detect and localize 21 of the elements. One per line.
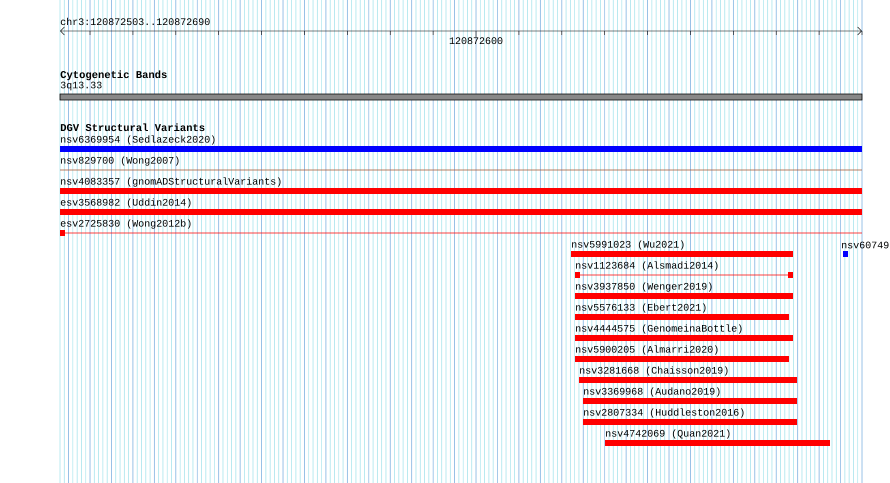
coordinate-label: chr3:120872503..120872690 <box>60 18 210 26</box>
track-heading: Cytogenetic Bands <box>60 70 167 80</box>
feature-label: nsv5900205 (Almarri2020) <box>576 345 718 355</box>
feature-label: nsv3369968 (Audano2019) <box>584 387 720 397</box>
feature-label: nsv6369954 (Sedlazeck2020) <box>61 135 215 145</box>
feature-label: nsv5576133 (Ebert2021) <box>576 303 706 313</box>
feature-label: 3q13.33 <box>60 82 102 90</box>
feature-label: nsv1123684 (Alsmadi2014) <box>576 261 718 271</box>
track-heading: DGV Structural Variants <box>60 123 204 132</box>
feature-label: esv2725830 (Wong2012b) <box>60 219 191 229</box>
feature-label: nsv60749 <box>842 242 889 248</box>
feature-label: nsv3937850 (Wenger2019) <box>576 282 712 292</box>
feature-label: nsv3281668 (Chaisson2019) <box>580 366 728 376</box>
feature-label: nsv4742069 (Quan2021) <box>606 429 730 439</box>
feature-label: nsv2807334 (Huddleston2016) <box>584 408 744 418</box>
feature-label: nsv4444575 (GenomeinaBottle) <box>576 324 742 334</box>
feature-label: nsv5991023 (Wu2021) <box>572 240 684 250</box>
tick-label: 120872600 <box>450 37 502 44</box>
feature-label: nsv4083357 (gnomADStructuralVariants) <box>61 177 281 187</box>
feature-label: esv3568982 (Uddin2014) <box>60 198 191 208</box>
feature-label: nsv829700 (Wong2007) <box>61 156 179 166</box>
